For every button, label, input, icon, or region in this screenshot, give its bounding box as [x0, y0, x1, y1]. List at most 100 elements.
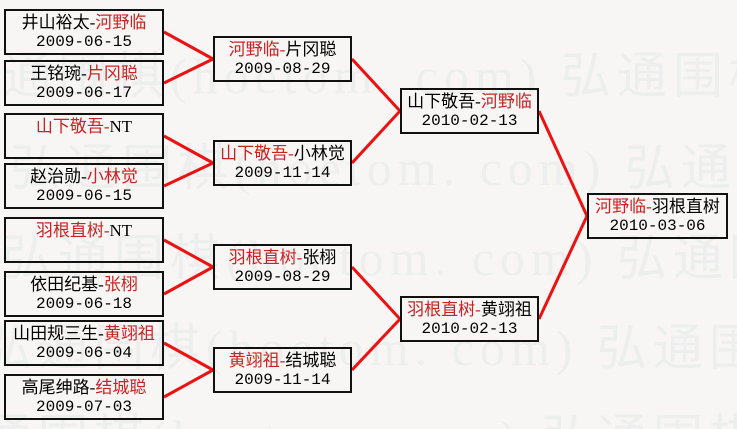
match-players: 河野临-片冈聪 — [215, 39, 350, 60]
match-players: 羽根直树-黄翊祖 — [402, 299, 537, 320]
winner-name: 小林觉 — [86, 167, 138, 186]
winner-name: 结城聪 — [95, 378, 147, 397]
match-date: 2010-02-13 — [421, 112, 518, 130]
name-separator: - — [646, 197, 652, 216]
name-separator: - — [98, 275, 104, 294]
name-separator: - — [475, 92, 481, 111]
winner-name: 山下敬吾 — [220, 144, 289, 163]
winner-name: 羽根直树 — [35, 221, 104, 240]
match-players: 高尾绅路-结城聪 — [6, 377, 162, 398]
player-name: 张栩 — [302, 248, 337, 267]
watermark-text: 弘通围棋(hoetom. com) 弘通围棋(hoetom. com) 弘通围棋… — [10, 140, 737, 196]
name-separator: - — [103, 221, 110, 240]
match-date: 2009-11-14 — [234, 164, 331, 182]
name-separator: - — [89, 378, 96, 397]
watermark-text: 弘通围棋(hoetom. com) 弘通围棋(hoetom. com) 弘通围棋… — [0, 398, 737, 429]
match-players: 山下敬吾-小林觉 — [215, 143, 350, 164]
connector-line — [350, 317, 402, 372]
match-date: 2010-03-06 — [609, 217, 706, 235]
connector-line — [350, 265, 402, 321]
winner-name: 羽根直树 — [228, 248, 297, 267]
winner-name: 张栩 — [103, 275, 138, 294]
player-name: 羽根直树 — [651, 197, 720, 216]
match-date: 2009-06-15 — [35, 33, 132, 51]
name-separator: - — [81, 167, 87, 186]
player-name: 片冈聪 — [285, 40, 337, 59]
connector-line — [163, 368, 214, 399]
connector-line — [350, 109, 402, 165]
player-name: 王铭琬 — [30, 64, 82, 83]
player-name: 小林觉 — [293, 144, 345, 163]
player-name: NT — [109, 117, 133, 136]
match-players: 黄翊祖-结城聪 — [215, 350, 350, 371]
connector-line — [163, 238, 214, 269]
player-name: 依田纪基 — [30, 275, 99, 294]
player-name: 高尾绅路 — [21, 378, 90, 397]
match-date: 2009-06-18 — [35, 295, 132, 313]
winner-name: 河野临 — [595, 197, 647, 216]
match-date: 2009-08-29 — [234, 268, 331, 286]
name-separator: - — [475, 300, 481, 319]
player-name: 山下敬吾 — [407, 92, 476, 111]
match-date — [6, 137, 162, 156]
match-players: 王铭琬-片冈聪 — [6, 63, 162, 84]
name-separator: - — [89, 13, 96, 32]
name-separator: - — [296, 248, 303, 267]
match-date — [6, 241, 162, 260]
winner-name: 羽根直树 — [407, 300, 476, 319]
match-date: 2009-07-03 — [35, 398, 132, 416]
name-separator: - — [279, 351, 286, 370]
name-separator: - — [103, 117, 110, 136]
name-separator: - — [98, 324, 104, 343]
player-name: 井山裕太 — [21, 13, 90, 32]
match-players: 井山裕太-河野临 — [6, 12, 162, 33]
match-date: 2009-06-04 — [35, 344, 132, 362]
match-players: 山下敬吾-河野临 — [402, 91, 537, 112]
match-box-round1-3: 山下敬吾-NT — [4, 113, 164, 159]
name-separator: - — [81, 64, 87, 83]
winner-name: 河野临 — [228, 40, 280, 59]
connector-line — [537, 110, 589, 217]
match-date: 2009-08-29 — [234, 60, 331, 78]
winner-name: 河野临 — [95, 13, 147, 32]
winner-name: 河野临 — [480, 92, 532, 111]
connector-line — [163, 265, 214, 296]
name-separator: - — [279, 40, 286, 59]
match-players: 依田纪基-张栩 — [6, 274, 162, 295]
connector-line — [537, 215, 589, 320]
match-players: 山下敬吾-NT — [6, 116, 162, 137]
match-date: 2009-06-17 — [35, 84, 132, 102]
match-players: 山田规三生-黄翊祖 — [6, 323, 162, 344]
connector-line — [163, 57, 214, 85]
connector-line — [163, 341, 214, 372]
player-name: 赵治勋 — [30, 167, 82, 186]
match-date: 2009-11-14 — [234, 371, 331, 389]
watermark-text: 弘通围棋(hoetom. com) 弘通围棋(hoetom. com) 弘通围棋… — [0, 320, 737, 376]
winner-name: 黄翊祖 — [103, 324, 155, 343]
match-date: 2010-02-13 — [421, 320, 518, 338]
winner-name: 黄翊祖 — [228, 351, 280, 370]
match-box-round1-5: 羽根直树-NT — [4, 217, 164, 263]
player-name: 黄翊祖 — [480, 300, 532, 319]
player-name: 结城聪 — [285, 351, 337, 370]
match-players: 赵治勋-小林觉 — [6, 166, 162, 187]
match-players: 羽根直树-张栩 — [215, 247, 350, 268]
connector-line — [163, 30, 214, 61]
match-date: 2009-06-15 — [35, 187, 132, 205]
player-name: 山田规三生 — [13, 324, 99, 343]
